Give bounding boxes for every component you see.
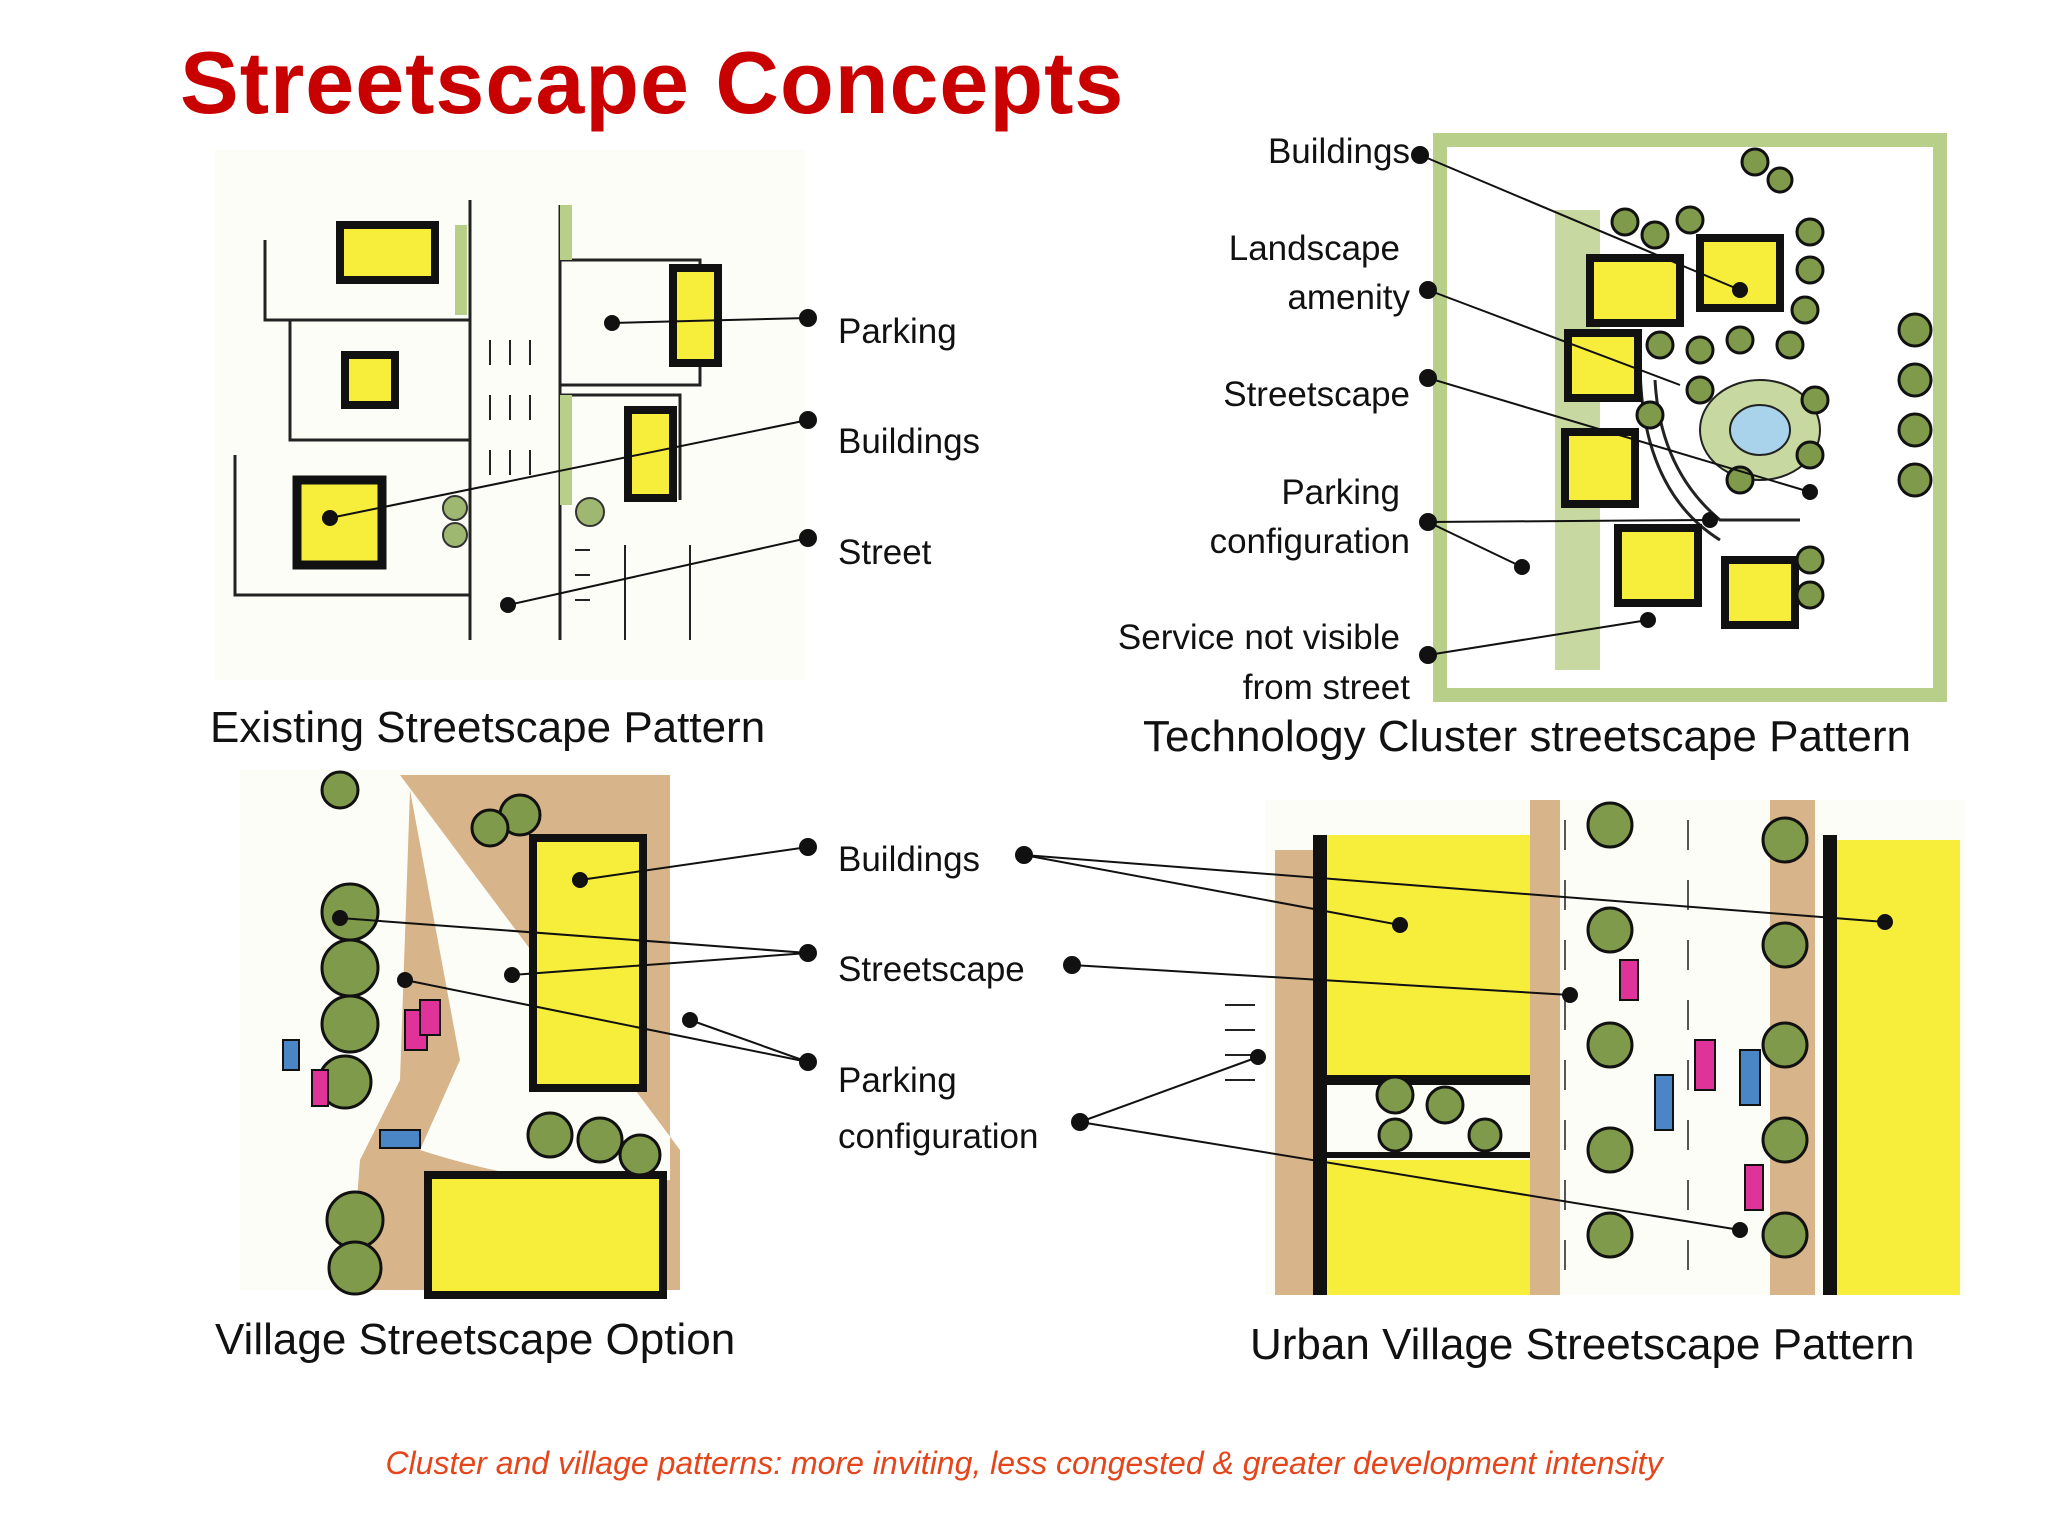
technology-label-buildings: Buildings — [1267, 132, 1410, 171]
building — [1830, 840, 1960, 1295]
village-sketch — [240, 770, 817, 1299]
technology-label-amenity: amenity — [1287, 278, 1410, 317]
building — [292, 475, 387, 570]
technology-label-from-street: from street — [1242, 668, 1410, 707]
building — [1586, 254, 1684, 327]
village-label-configuration: configuration — [838, 1117, 1039, 1156]
technology-label-parking: Parking — [1281, 473, 1400, 512]
urban-caption: Urban Village Streetscape Pattern — [1250, 1320, 1915, 1369]
building — [669, 264, 722, 367]
building — [1561, 428, 1639, 508]
existing-sketch — [215, 150, 817, 680]
technology-label-configuration: configuration — [1209, 522, 1410, 561]
village-caption: Village Streetscape Option — [215, 1315, 736, 1364]
page-title: Streetscape Concepts — [180, 33, 1125, 132]
technology-caption: Technology Cluster streetscape Pattern — [1143, 712, 1911, 761]
building — [1721, 556, 1799, 629]
village-label-streetscape: Streetscape — [838, 950, 1025, 989]
building — [624, 406, 677, 502]
building — [341, 351, 399, 409]
technology-label-landscape: Landscape — [1228, 229, 1400, 268]
building — [1614, 524, 1702, 607]
urban-sketch — [1015, 800, 1965, 1295]
building — [424, 1171, 667, 1299]
technology-sketch — [1411, 133, 1947, 702]
existing-label-buildings: Buildings — [838, 422, 981, 461]
technology-label-streetscape: Streetscape — [1223, 375, 1410, 414]
building — [336, 221, 439, 284]
existing-label-parking: Parking — [838, 312, 957, 351]
existing-caption: Existing Streetscape Pattern — [210, 703, 766, 752]
building — [529, 834, 647, 1092]
technology-label-service: Service not visible — [1117, 618, 1400, 657]
existing-label-street: Street — [838, 533, 932, 572]
building — [1320, 835, 1530, 1080]
footnote: Cluster and village patterns: more invit… — [385, 1445, 1663, 1481]
village-label-parking: Parking — [838, 1061, 957, 1100]
village-label-buildings: Buildings — [838, 840, 981, 879]
building — [1320, 1160, 1530, 1295]
